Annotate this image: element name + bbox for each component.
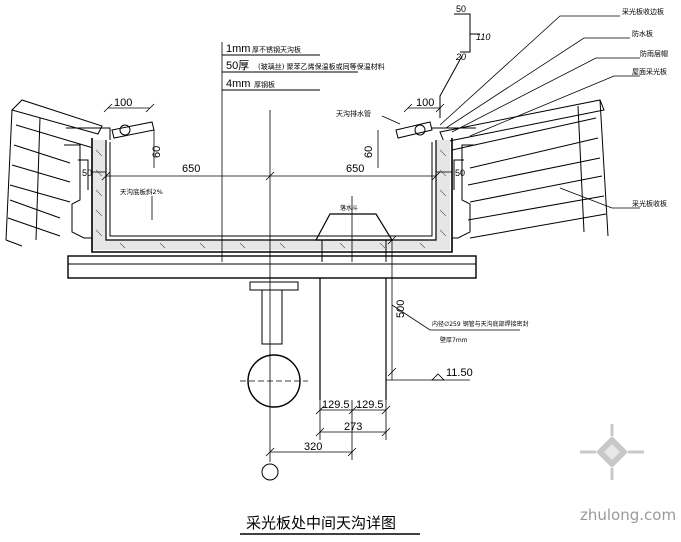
scale-a: 50 (456, 4, 466, 14)
dimension-labels: 100 100 60 60 650 650 50 50 500 129.5 12… (82, 97, 465, 453)
support-column (247, 281, 301, 481)
downpipe (319, 278, 387, 400)
leader-label-3: 防雨层帽 (640, 49, 668, 58)
layer-notes: 1mm 厚不锈钢天沟板 50厚 (玻璃丝) 聚苯乙烯保温板或同等保温材料 4mm… (226, 43, 385, 90)
layer-note-bracket (222, 54, 358, 91)
pipe-note: 内径∅259 钢管与天沟底部焊接密封 (432, 320, 529, 328)
outlet-label: 落水斗 (340, 204, 358, 212)
inner-labels: 天沟底板斜2% 天沟排水管 落水斗 内径∅259 钢管与天沟底部焊接密封 壁厚7… (120, 109, 529, 379)
scale-mark (439, 13, 480, 118)
watermark-logo-icon (580, 424, 644, 480)
dim-right-50: 50 (455, 168, 465, 178)
leader-label-1: 采光板收边板 (622, 7, 664, 16)
layer-note-1: 1mm (226, 43, 250, 55)
layer-note-2: 50厚 (226, 59, 249, 72)
dimension-lines (92, 103, 520, 535)
drain-outlet (314, 213, 394, 262)
dim-right-60: 60 (363, 146, 375, 158)
layer-note-1-text: 厚不锈钢天沟板 (252, 45, 301, 54)
leader-label-2: 防水板 (632, 29, 653, 38)
leader-label-5: 采光板收板 (632, 199, 667, 208)
drawing-title: 采光板处中间天沟详图 (246, 514, 396, 532)
dim-left-650: 650 (182, 163, 200, 175)
watermark: zhulong.com (580, 424, 676, 524)
dim-273: 273 (344, 421, 362, 433)
dim-320: 320 (304, 441, 322, 453)
dim-500: 500 (395, 300, 407, 318)
scale-b: 110 (476, 32, 490, 42)
dim-left-50: 50 (82, 168, 92, 178)
dim-129-right: 129.5 (356, 399, 384, 411)
gutter-body (64, 121, 477, 279)
leader-label-4: 屋面采光板 (632, 67, 667, 76)
right-roof-panels (439, 99, 609, 239)
right-leader-labels: 采光板收边板 防水板 防雨层帽 屋面采光板 采光板收板 (622, 7, 668, 208)
left-roof-panels (5, 99, 103, 247)
elevation-label: 11.50 (446, 367, 473, 379)
dim-right-100: 100 (416, 97, 434, 109)
watermark-text: zhulong.com (580, 506, 676, 524)
dim-left-60: 60 (151, 146, 163, 158)
slope-label: 天沟底板斜2% (120, 187, 163, 196)
right-leaders (381, 15, 640, 209)
centre-lines (221, 42, 353, 462)
drain-label: 天沟排水管 (336, 109, 371, 118)
pipe-note-2: 壁厚7mm (440, 336, 468, 344)
layer-note-3-text: 厚钢板 (254, 80, 275, 89)
scale-labels: 50 110 20 (455, 4, 490, 62)
dim-129-left: 129.5 (322, 399, 350, 411)
dim-right-650: 650 (346, 163, 364, 175)
dim-left-100: 100 (114, 97, 132, 109)
layer-note-2-text: (玻璃丝) 聚苯乙烯保温板或同等保温材料 (258, 62, 385, 71)
scale-c: 20 (455, 52, 466, 62)
layer-note-3: 4mm (226, 78, 250, 90)
